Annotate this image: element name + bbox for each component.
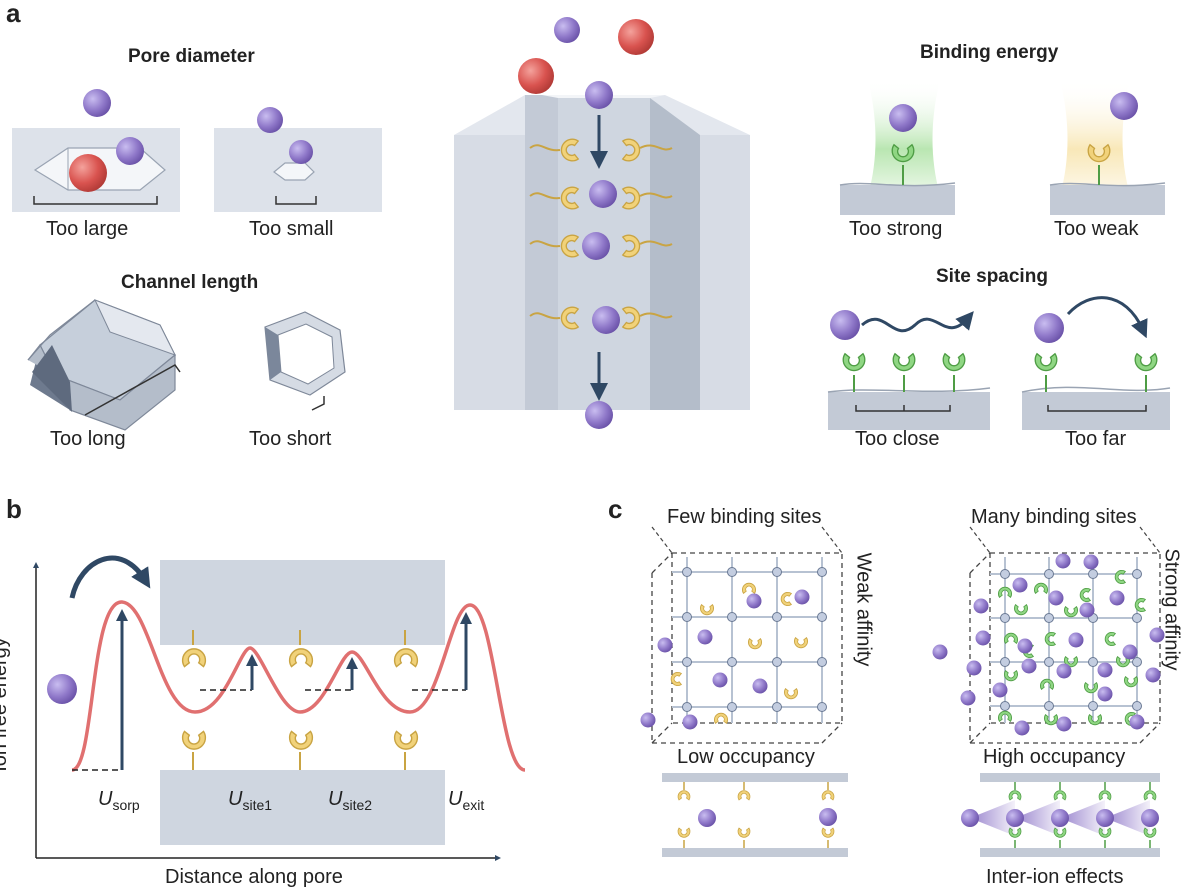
c-left-bottom-label: Low occupancy <box>677 746 815 768</box>
c-left-title: Few binding sites <box>667 506 822 528</box>
y-axis-label: Ion free energy <box>0 637 11 772</box>
heading-pore-diameter: Pore diameter <box>128 46 255 67</box>
few-binding-sites-lattice <box>640 526 843 744</box>
label-too-short: Too short <box>249 428 332 450</box>
x-axis-label: Distance along pore <box>165 866 343 888</box>
high-occupancy-channel <box>961 773 1160 857</box>
c-left-side-label: Weak affinity <box>852 552 875 667</box>
label-too-close: Too close <box>855 428 940 450</box>
channel-length-diagrams <box>27 299 346 431</box>
panel-b-letter: b <box>6 494 22 524</box>
label-too-long: Too long <box>50 428 126 450</box>
c-right-footer: Inter-ion effects <box>986 866 1124 888</box>
low-occupancy-channel <box>662 773 848 857</box>
heading-binding-energy: Binding energy <box>920 42 1059 63</box>
c-right-title: Many binding sites <box>971 506 1137 528</box>
label-too-strong: Too strong <box>849 218 943 240</box>
heading-site-spacing: Site spacing <box>936 266 1048 287</box>
binding-energy-diagrams <box>839 80 1166 215</box>
panel-c-letter: c <box>608 494 623 524</box>
many-binding-sites-lattice <box>932 526 1165 744</box>
label-too-small: Too small <box>249 218 334 240</box>
label-too-large: Too large <box>46 218 129 240</box>
pore-diameter-diagrams <box>12 89 382 212</box>
energy-landscape-diagram <box>33 555 526 861</box>
c-right-bottom-label: High occupancy <box>983 746 1126 768</box>
energy-label-site1: Usite1 <box>228 788 273 813</box>
label-too-far: Too far <box>1065 428 1127 450</box>
c-right-side-label: Strong affinity <box>1160 548 1183 671</box>
label-too-weak: Too weak <box>1054 218 1139 240</box>
energy-label-sorp: Usorp <box>98 788 140 813</box>
heading-channel-length: Channel length <box>121 272 259 293</box>
energy-label-site2: Usite2 <box>328 788 373 813</box>
site-spacing-diagrams <box>827 296 1171 430</box>
central-pore-channel <box>454 17 750 429</box>
panel-a-letter: a <box>6 0 21 28</box>
energy-label-exit: Uexit <box>448 788 485 813</box>
